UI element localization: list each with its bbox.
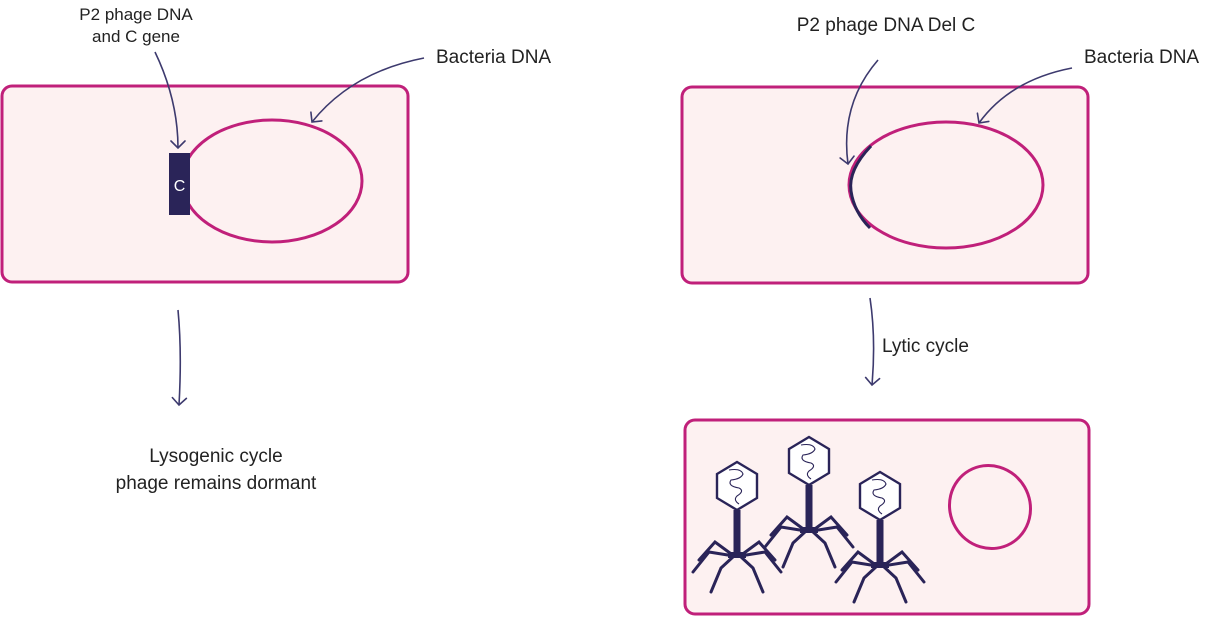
lysogenic-arrow — [171, 309, 188, 407]
lytic-cycle-label: Lytic cycle — [882, 336, 969, 357]
left-bacteria-dna-label: Bacteria DNA — [436, 47, 551, 68]
c-gene-block — [169, 153, 190, 215]
left-phage-label-line2: and C gene — [92, 27, 180, 46]
lysogenic-label-line2: phage remains dormant — [116, 473, 317, 494]
left-phage-arrow — [154, 51, 186, 150]
right-bacterium-cell — [680, 85, 1090, 285]
phage-dna-del-c-segment — [849, 144, 873, 230]
lysed-cell-dna-ring — [947, 463, 1033, 551]
left-bacterium-cell — [0, 84, 410, 284]
left-bacteria-arrow — [310, 57, 425, 123]
lytic-arrow — [864, 297, 881, 387]
right-bacteria-dna-label: Bacteria DNA — [1084, 47, 1199, 68]
right-phage-arrow — [839, 59, 879, 166]
c-gene-label: C — [174, 178, 186, 195]
lysogenic-label-line1: Lysogenic cycle — [149, 446, 282, 467]
right-bacteria-arrow — [976, 67, 1073, 124]
left-phage-label-line1: P2 phage DNA — [79, 5, 193, 24]
right-phage-label: P2 phage DNA Del C — [797, 15, 976, 36]
right-bacteria-dna-ring — [847, 120, 1045, 250]
